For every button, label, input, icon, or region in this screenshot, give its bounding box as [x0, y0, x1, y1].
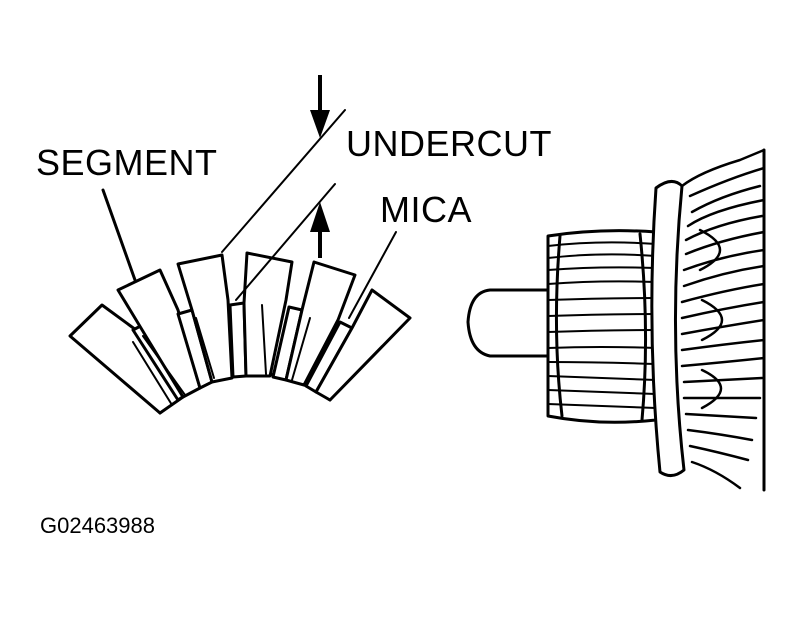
commutator-section-detail — [68, 75, 412, 415]
commutator-segment — [242, 251, 294, 378]
figure-code-label: G02463988 — [40, 513, 155, 538]
commutator-segment — [284, 260, 357, 387]
armature-shaft — [466, 288, 550, 358]
segment-label: SEGMENT — [36, 142, 218, 183]
undercut-label: UNDERCUT — [346, 123, 552, 164]
undercut-extension-line-bottom — [235, 183, 336, 301]
mica-leader-line — [348, 231, 397, 319]
segment-leader-line — [101, 188, 137, 282]
armature-end-plate — [650, 180, 686, 477]
armature-windings — [680, 148, 766, 490]
undercut-arrow-top — [310, 75, 330, 138]
undercut-extension-line-top — [221, 109, 346, 253]
armature-assembly — [466, 148, 766, 492]
undercut-arrow-bottom — [310, 202, 330, 258]
mica-label: MICA — [380, 189, 472, 230]
commutator-segment — [314, 288, 412, 402]
commutator-drum — [546, 229, 658, 424]
